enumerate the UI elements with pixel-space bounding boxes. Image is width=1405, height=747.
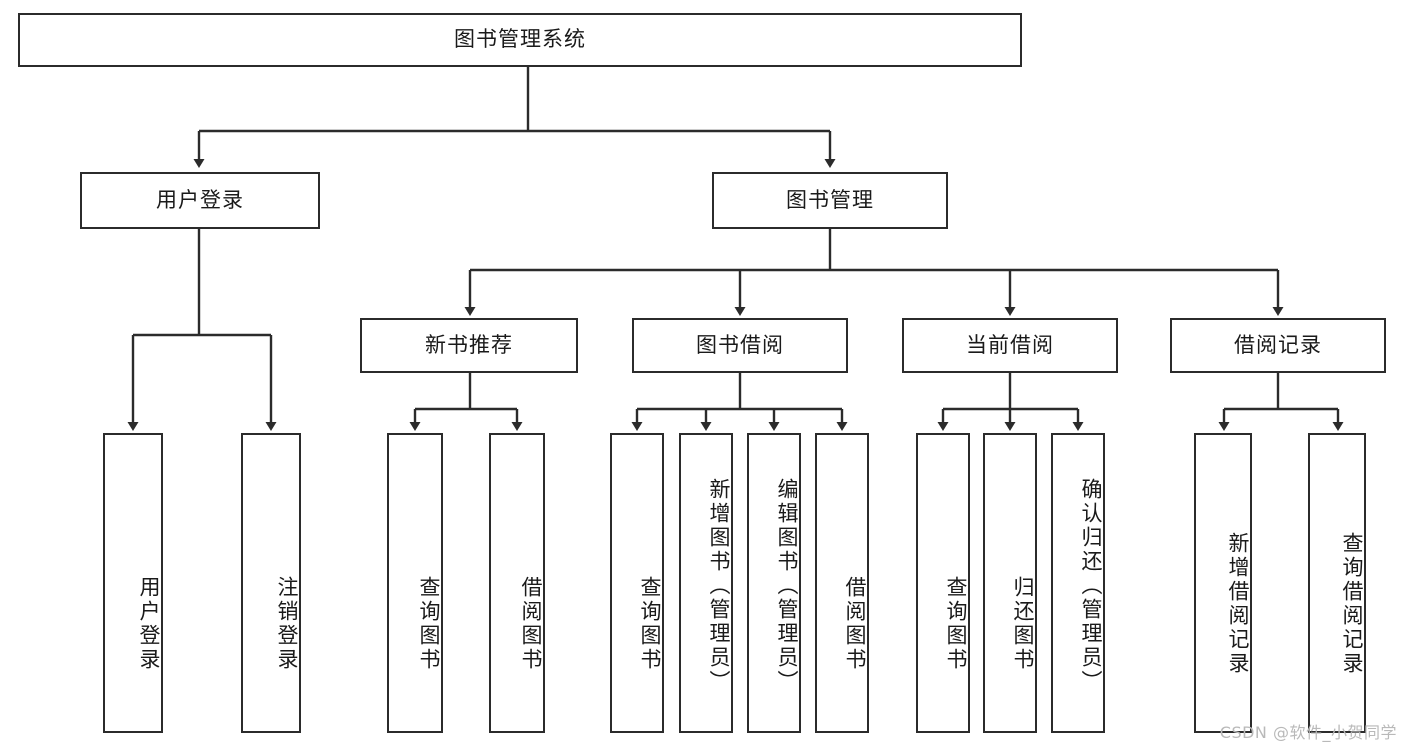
leaf-edit-book-admin[interactable]: 编辑图书（管理员） bbox=[747, 433, 801, 733]
node-label: 查询图书 bbox=[944, 576, 968, 672]
node-borrow-record[interactable]: 借阅记录 bbox=[1170, 318, 1386, 373]
node-user-login[interactable]: 用户登录 bbox=[80, 172, 320, 229]
leaf-user-login[interactable]: 用户登录 bbox=[103, 433, 163, 733]
node-label: 用户登录 bbox=[156, 187, 244, 212]
leaf-confirm-return-admin[interactable]: 确认归还（管理员） bbox=[1051, 433, 1105, 733]
node-label: 新增图书（管理员） bbox=[707, 478, 731, 694]
node-label: 图书管理 bbox=[786, 187, 874, 212]
node-label: 图书管理系统 bbox=[454, 27, 586, 52]
node-book-management[interactable]: 图书管理 bbox=[712, 172, 948, 229]
node-label: 归还图书 bbox=[1011, 576, 1035, 672]
csdn-watermark: CSDN @软件_小贺同学 bbox=[1219, 723, 1397, 742]
node-book-borrow[interactable]: 图书借阅 bbox=[632, 318, 848, 373]
node-label: 查询图书 bbox=[638, 576, 662, 672]
leaf-add-borrow-record[interactable]: 新增借阅记录 bbox=[1194, 433, 1252, 733]
leaf-return-book[interactable]: 归还图书 bbox=[983, 433, 1037, 733]
leaf-query-borrow-record[interactable]: 查询借阅记录 bbox=[1308, 433, 1366, 733]
node-label: 编辑图书（管理员） bbox=[775, 478, 799, 694]
leaf-query-book-current[interactable]: 查询图书 bbox=[916, 433, 970, 733]
node-label: 确认归还（管理员） bbox=[1079, 478, 1103, 694]
leaf-borrow-book-recommend[interactable]: 借阅图书 bbox=[489, 433, 545, 733]
node-label: 借阅记录 bbox=[1234, 332, 1322, 357]
leaf-add-book-admin[interactable]: 新增图书（管理员） bbox=[679, 433, 733, 733]
node-root[interactable]: 图书管理系统 bbox=[18, 13, 1022, 67]
node-label: 当前借阅 bbox=[966, 332, 1054, 357]
node-label: 借阅图书 bbox=[843, 576, 867, 672]
node-label: 新书推荐 bbox=[425, 332, 513, 357]
node-label: 查询图书 bbox=[417, 576, 441, 672]
leaf-query-book-recommend[interactable]: 查询图书 bbox=[387, 433, 443, 733]
node-label: 图书借阅 bbox=[696, 332, 784, 357]
leaf-query-book-borrow[interactable]: 查询图书 bbox=[610, 433, 664, 733]
node-current-borrow[interactable]: 当前借阅 bbox=[902, 318, 1118, 373]
node-label: 新增借阅记录 bbox=[1226, 532, 1250, 676]
leaf-logout[interactable]: 注销登录 bbox=[241, 433, 301, 733]
node-new-book-recommend[interactable]: 新书推荐 bbox=[360, 318, 578, 373]
node-label: 查询借阅记录 bbox=[1340, 532, 1364, 676]
leaf-borrow-book[interactable]: 借阅图书 bbox=[815, 433, 869, 733]
node-label: 注销登录 bbox=[275, 576, 299, 672]
node-label: 借阅图书 bbox=[519, 576, 543, 672]
node-label: 用户登录 bbox=[137, 576, 161, 672]
